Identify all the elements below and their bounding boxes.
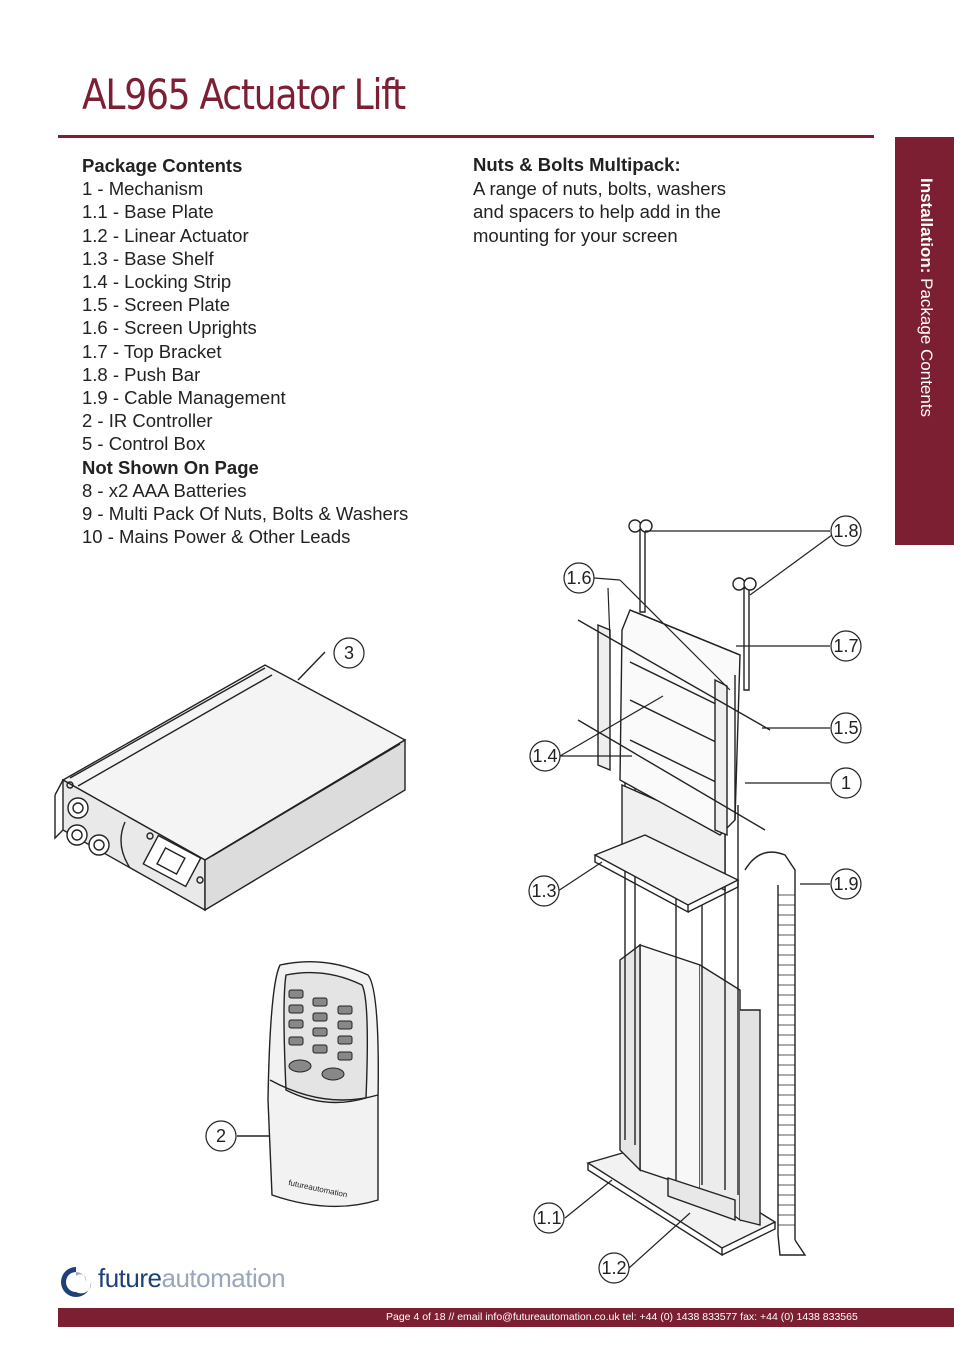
list-item: 1.5 - Screen Plate <box>82 294 231 316</box>
callout-1-4-label: 1.4 <box>532 746 557 766</box>
page-title: AL965 Actuator Lift <box>82 70 406 119</box>
nuts-bolts-line: mounting for your screen <box>473 224 678 246</box>
list-item: 1.9 - Cable Management <box>82 387 286 409</box>
package-contents-heading: Package Contents <box>82 155 243 176</box>
callout-1-9: 1.9 <box>830 868 862 900</box>
nuts-bolts-line: A range of nuts, bolts, washers <box>473 177 726 199</box>
logo-wordmark: futureautomation <box>98 1263 286 1294</box>
list-item: 1.6 - Screen Uprights <box>82 317 257 339</box>
logo-wordmark-part2: automation <box>161 1263 286 1293</box>
footer-bar <box>58 1308 954 1327</box>
list-item: 1.4 - Locking Strip <box>82 271 232 293</box>
callout-2-label: 2 <box>216 1126 226 1146</box>
callout-1-8: 1.8 <box>830 515 862 547</box>
title-divider <box>58 135 874 138</box>
section-tab-label-rest: Package Contents <box>917 273 936 418</box>
footer-text: Page 4 of 18 // email info@futureautomat… <box>386 1311 858 1323</box>
callout-1-4: 1.4 <box>529 740 561 772</box>
callout-3-label: 3 <box>344 643 354 663</box>
nuts-bolts-section: Nuts & Bolts Multipack: A range of nuts,… <box>473 153 773 247</box>
callout-1-label: 1 <box>841 773 851 793</box>
package-contents-list: Package Contents 1 - Mechanism 1.1 - Bas… <box>82 154 408 548</box>
list-item: 1.7 - Top Bracket <box>82 340 222 362</box>
ir-controller-drawing: futureautomation <box>237 961 379 1208</box>
callout-1-6-label: 1.6 <box>566 568 591 588</box>
callout-1-3: 1.3 <box>528 875 560 907</box>
section-tab <box>895 137 954 545</box>
callout-1-7: 1.7 <box>830 630 862 662</box>
list-item: 9 - Multi Pack Of Nuts, Bolts & Washers <box>82 503 409 525</box>
mechanism-drawing <box>577 519 807 1257</box>
callout-1-5-label: 1.5 <box>833 718 858 738</box>
logo-wordmark-part1: future <box>98 1263 162 1293</box>
callout-1-1-label: 1.1 <box>536 1208 561 1228</box>
list-item: 5 - Control Box <box>82 433 206 455</box>
list-item: 1.2 - Linear Actuator <box>82 224 249 246</box>
callout-1-7-label: 1.7 <box>833 636 858 656</box>
callout-1-2: 1.2 <box>598 1252 630 1284</box>
list-item: 10 - Mains Power & Other Leads <box>82 526 351 548</box>
section-tab-label-bold: Installation: <box>917 178 936 274</box>
callout-1-3-label: 1.3 <box>531 881 556 901</box>
callout-2: 2 <box>205 1120 237 1152</box>
list-item: 1.1 - Base Plate <box>82 201 214 223</box>
nuts-bolts-heading: Nuts & Bolts Multipack: <box>473 154 681 175</box>
control-box-drawing <box>54 651 407 912</box>
callout-1-8-label: 1.8 <box>833 521 858 541</box>
callout-1-6: 1.6 <box>563 562 595 594</box>
nuts-bolts-line: and spacers to help add in the <box>473 201 721 223</box>
list-item: 1.3 - Base Shelf <box>82 247 214 269</box>
section-tab-label: Installation: Package Contents <box>916 178 936 417</box>
not-shown-heading: Not Shown On Page <box>82 456 259 478</box>
callouts: 3 2 1.8 1.6 1.7 1.5 1.4 1 <box>205 515 862 1284</box>
callout-leaders <box>557 530 833 1269</box>
callout-1-1: 1.1 <box>533 1202 565 1234</box>
list-item: 1.8 - Push Bar <box>82 363 201 385</box>
company-logo: futureautomation <box>58 1262 308 1302</box>
list-item: 8 - x2 AAA Batteries <box>82 479 247 501</box>
callout-1: 1 <box>830 767 862 799</box>
callout-1-5: 1.5 <box>830 712 862 744</box>
list-item: 1 - Mechanism <box>82 178 204 200</box>
list-item: 2 - IR Controller <box>82 410 213 432</box>
callout-3: 3 <box>333 637 365 669</box>
callout-1-9-label: 1.9 <box>833 874 858 894</box>
logo-swirl-icon <box>61 1267 92 1297</box>
callout-1-2-label: 1.2 <box>601 1258 626 1278</box>
